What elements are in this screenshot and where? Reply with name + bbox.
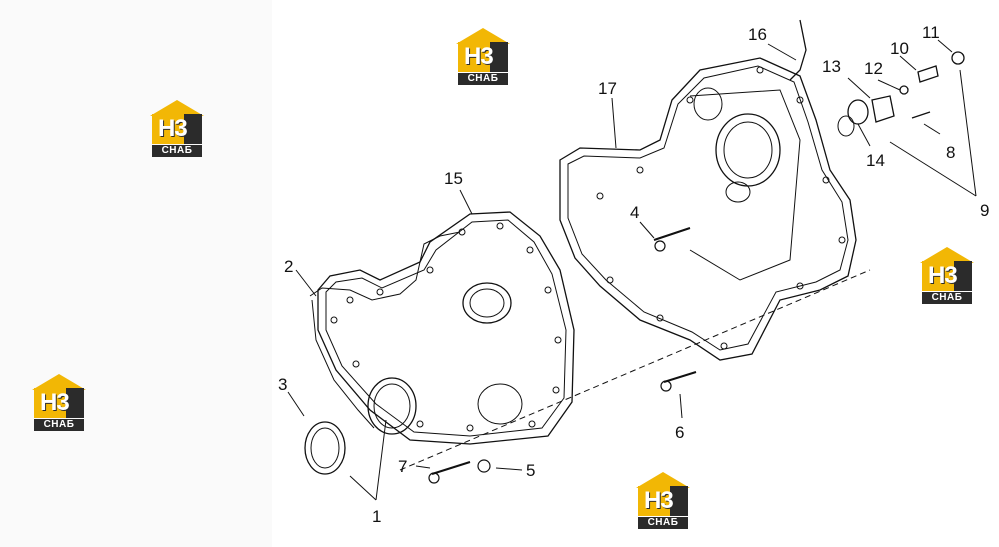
housing-bore xyxy=(715,113,781,187)
bolt-8 xyxy=(911,111,931,119)
watermark-letters: H3 xyxy=(40,389,70,416)
callout-10: 10 xyxy=(890,39,909,58)
bolt-5 xyxy=(477,459,491,473)
bolt-7 xyxy=(431,461,471,475)
assembly-axis xyxy=(399,269,871,471)
watermark-caption: СНАБ xyxy=(922,292,972,304)
callout-1: 1 xyxy=(372,507,381,526)
housing-13 xyxy=(871,95,895,123)
watermark-caption: СНАБ xyxy=(638,517,688,529)
bolt-6 xyxy=(663,371,697,383)
callout-15: 15 xyxy=(444,169,463,188)
callout-11: 11 xyxy=(922,23,940,42)
callout-16: 16 xyxy=(748,25,767,44)
cap-11 xyxy=(951,51,965,65)
watermark-logo: H3 СНАБ xyxy=(632,472,694,532)
callout-2: 2 xyxy=(284,257,293,276)
callout-4: 4 xyxy=(630,203,639,222)
watermark-letters: H3 xyxy=(158,115,188,142)
page-margin xyxy=(0,0,272,547)
callout-9: 9 xyxy=(980,201,989,220)
gear-cover xyxy=(317,211,575,445)
watermark-logo: H3 СНАБ xyxy=(146,100,208,160)
callout-5: 5 xyxy=(526,461,535,480)
watermark-caption: СНАБ xyxy=(458,73,508,85)
watermark-caption: СНАБ xyxy=(34,419,84,431)
callout-3: 3 xyxy=(278,375,287,394)
fitting-10 xyxy=(917,65,939,83)
callout-17: 17 xyxy=(598,79,617,98)
front-seal-bore xyxy=(367,377,417,435)
callout-7: 7 xyxy=(398,457,407,476)
callout-6: 6 xyxy=(675,423,684,442)
callout-13: 13 xyxy=(822,57,841,76)
bolt-4 xyxy=(653,227,691,241)
callout-8: 8 xyxy=(946,143,955,162)
o-ring-14 xyxy=(847,99,869,125)
watermark-letters: H3 xyxy=(644,487,674,514)
cover-seal-bore xyxy=(462,282,512,324)
watermark-letters: H3 xyxy=(464,43,494,70)
gear-housing xyxy=(559,57,857,361)
watermark-logo: H3 СНАБ xyxy=(28,374,90,434)
watermark-letters: H3 xyxy=(928,262,958,289)
cover-gasket xyxy=(309,231,461,301)
watermark-logo: H3 СНАБ xyxy=(452,28,514,88)
oil-seal xyxy=(304,421,346,475)
callout-14: 14 xyxy=(866,151,885,170)
breather-tube xyxy=(789,19,807,81)
watermark-logo: H3 СНАБ xyxy=(916,247,978,307)
callout-12: 12 xyxy=(864,59,883,78)
watermark-caption: СНАБ xyxy=(152,145,202,157)
washer-12 xyxy=(899,85,909,95)
